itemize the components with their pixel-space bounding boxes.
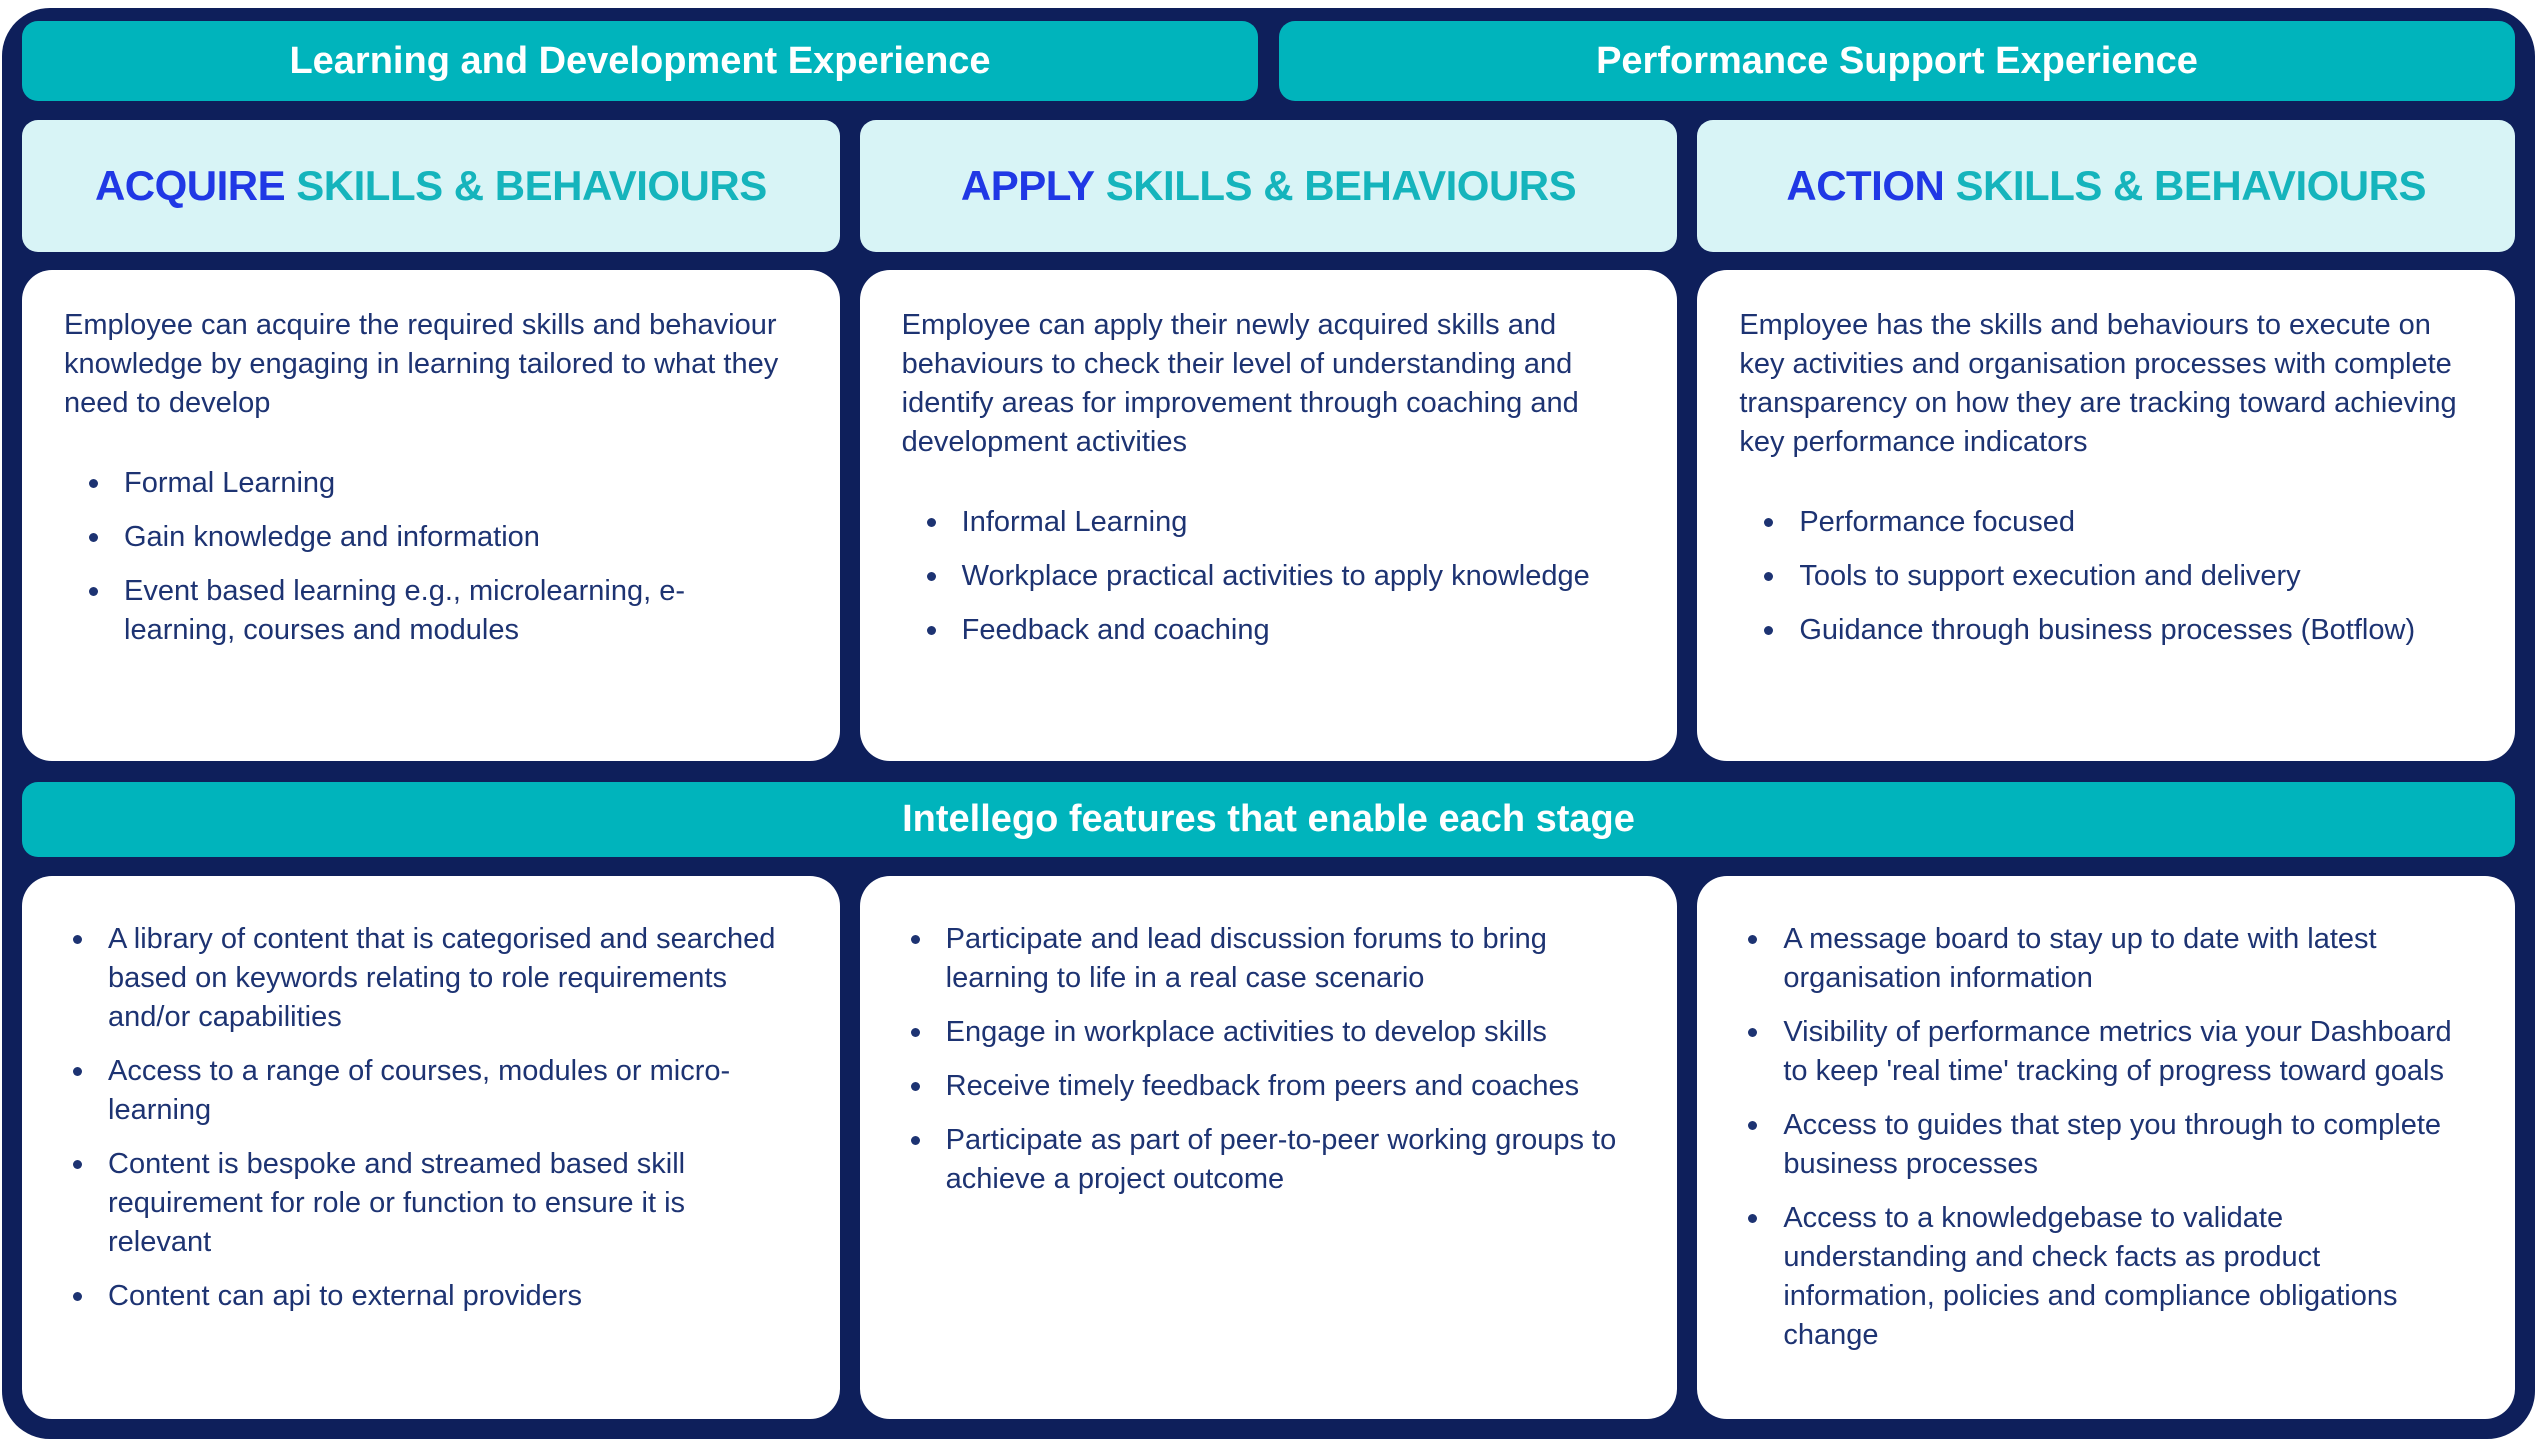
body-card-acquire: Employee can acquire the required skills…	[22, 270, 840, 761]
banner-intellego-features-label: Intellego features that enable each stag…	[902, 798, 1635, 840]
list-item: Engage in workplace activities to develo…	[900, 1013, 1634, 1052]
list-item: Access to a range of courses, modules or…	[62, 1052, 796, 1130]
list-item: Participate as part of peer-to-peer work…	[900, 1121, 1634, 1199]
banner-learning-development: Learning and Development Experience	[22, 21, 1258, 101]
bullet-list-acquire: Formal Learning Gain knowledge and infor…	[78, 464, 794, 650]
list-item: Access to guides that step you through t…	[1737, 1106, 2471, 1184]
feature-list-action: A message board to stay up to date with …	[1737, 920, 2471, 1355]
list-item: Formal Learning	[78, 464, 794, 503]
list-item: Informal Learning	[916, 503, 1632, 542]
feature-card-action: A message board to stay up to date with …	[1697, 876, 2515, 1419]
stage-description-row: Employee can acquire the required skills…	[22, 270, 2515, 761]
stage-suffix-action: SKILLS & BEHAVIOURS	[1944, 162, 2427, 209]
list-item: Workplace practical activities to apply …	[916, 557, 1632, 596]
list-item: Content is bespoke and streamed based sk…	[62, 1145, 796, 1262]
features-row: A library of content that is categorised…	[22, 876, 2515, 1419]
feature-list-acquire: A library of content that is categorised…	[62, 920, 796, 1316]
list-item: Feedback and coaching	[916, 611, 1632, 650]
list-item: Gain knowledge and information	[78, 518, 794, 557]
banner-performance-support: Performance Support Experience	[1279, 21, 2515, 101]
body-card-apply: Employee can apply their newly acquired …	[859, 270, 1678, 761]
feature-card-apply: Participate and lead discussion forums t…	[859, 876, 1678, 1419]
bullet-list-action: Performance focused Tools to support exe…	[1753, 503, 2469, 650]
experience-banner-row: Learning and Development Experience Perf…	[22, 21, 2515, 101]
framework-board: Learning and Development Experience Perf…	[2, 8, 2535, 1439]
stage-header-row: ACQUIRE SKILLS & BEHAVIOURS APPLY SKILLS…	[22, 120, 2515, 252]
list-item: Visibility of performance metrics via yo…	[1737, 1013, 2471, 1091]
list-item: Access to a knowledgebase to validate un…	[1737, 1199, 2471, 1355]
list-item: Tools to support execution and delivery	[1753, 557, 2469, 596]
list-item: Performance focused	[1753, 503, 2469, 542]
stage-suffix-acquire: SKILLS & BEHAVIOURS	[285, 162, 767, 209]
banner-performance-support-label: Performance Support Experience	[1596, 39, 2198, 82]
stage-suffix-apply: SKILLS & BEHAVIOURS	[1094, 162, 1577, 209]
header-card-acquire: ACQUIRE SKILLS & BEHAVIOURS	[22, 120, 840, 252]
list-item: A message board to stay up to date with …	[1737, 920, 2471, 998]
list-item: Participate and lead discussion forums t…	[900, 920, 1634, 998]
list-item: Event based learning e.g., microlearning…	[78, 572, 794, 650]
bullet-list-apply: Informal Learning Workplace practical ac…	[916, 503, 1632, 650]
feature-list-apply: Participate and lead discussion forums t…	[900, 920, 1634, 1199]
feature-card-acquire: A library of content that is categorised…	[22, 876, 840, 1419]
list-item: Receive timely feedback from peers and c…	[900, 1067, 1634, 1106]
stage-name-action: ACTION	[1786, 162, 1945, 209]
stage-name-acquire: ACQUIRE	[94, 162, 286, 209]
header-card-apply: APPLY SKILLS & BEHAVIOURS	[859, 120, 1678, 252]
description-apply: Employee can apply their newly acquired …	[901, 309, 1579, 458]
stage-name-apply: APPLY	[960, 162, 1095, 209]
description-acquire: Employee can acquire the required skills…	[64, 309, 779, 419]
header-card-action: ACTION SKILLS & BEHAVIOURS	[1697, 120, 2515, 252]
banner-learning-development-label: Learning and Development Experience	[289, 39, 991, 82]
list-item: Guidance through business processes (Bot…	[1753, 611, 2469, 650]
list-item: A library of content that is categorised…	[62, 920, 796, 1037]
body-card-action: Employee has the skills and behaviours t…	[1697, 270, 2515, 761]
description-action: Employee has the skills and behaviours t…	[1739, 309, 2457, 458]
list-item: Content can api to external providers	[62, 1277, 796, 1316]
banner-intellego-features: Intellego features that enable each stag…	[22, 782, 2515, 857]
